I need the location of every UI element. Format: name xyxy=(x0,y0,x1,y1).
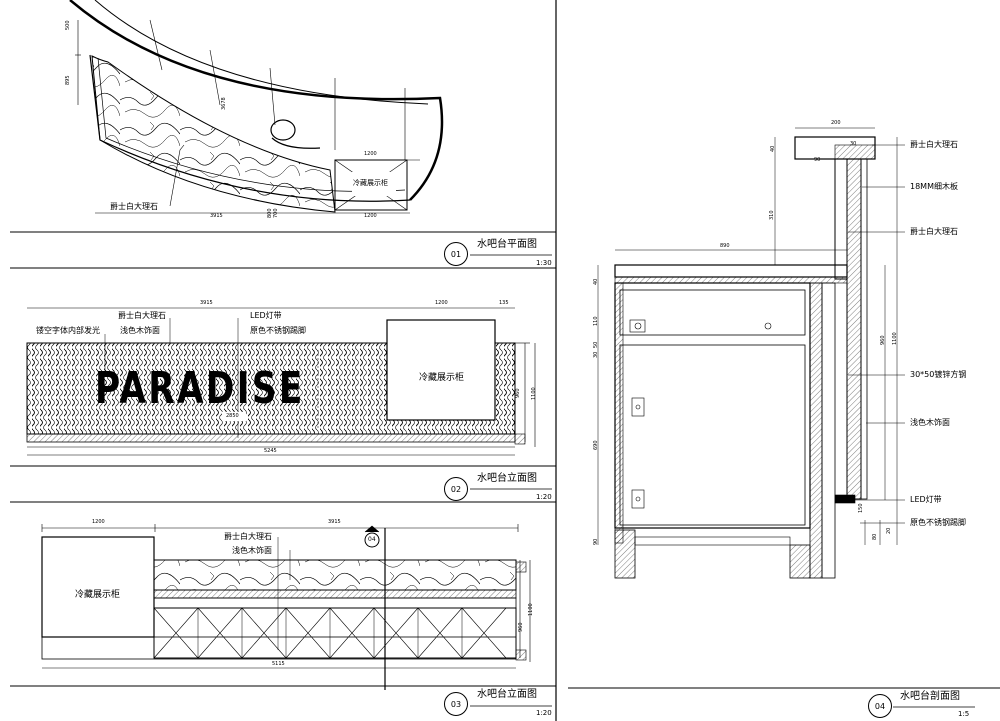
elevation-03-drawing xyxy=(41,524,531,690)
sheet-frame xyxy=(10,0,1000,721)
sec04-title: 水吧台剖面图 xyxy=(900,691,960,702)
elev03-wood-label: 浅色木饰面 xyxy=(232,546,272,555)
elev03-dim-top-a: 1200 xyxy=(92,519,105,525)
sec04-board-label: 18MM细木板 xyxy=(910,182,958,191)
sec04-dim-h960: 960 xyxy=(880,335,886,345)
plan-drawing xyxy=(69,0,444,214)
plan-scale: 1:30 xyxy=(536,259,552,267)
sec04-led-label: LED灯带 xyxy=(910,495,942,504)
elev02-dim-h-b: 1100 xyxy=(531,387,537,400)
elev02-marble-label: 爵士白大理石 xyxy=(118,311,166,320)
plan-cabinet-label: 冷藏展示柜 xyxy=(353,179,388,187)
elev02-leg-label: 原色不锈钢踢脚 xyxy=(250,326,306,335)
sec04-dim-h40: 40 xyxy=(593,278,599,285)
sec04-marble2-label: 爵士白大理石 xyxy=(910,227,958,236)
sec04-number-badge: 04 xyxy=(868,694,892,718)
elev02-dim-bottom-mid: 2850 xyxy=(226,413,239,419)
elev02-dim-total: 5245 xyxy=(264,448,277,454)
plan-dim-side-a: 500 xyxy=(65,20,71,30)
plan-dim-cab-bottom: 1200 xyxy=(364,213,377,219)
sec04-dim-w890: 890 xyxy=(720,243,730,249)
elev02-cabinet-label: 冷藏展示柜 xyxy=(419,373,465,383)
section-04-drawing xyxy=(597,127,905,579)
sec04-dim-h80: 80 xyxy=(872,533,878,540)
plan-marble-label: 爵士白大理石 xyxy=(110,202,158,211)
elev02-glow-label: 镂空字体内部发光 xyxy=(36,326,100,335)
elev02-number-badge: 02 xyxy=(444,477,468,501)
elev03-dim-h-b: 1100 xyxy=(528,603,534,616)
elev03-dim-h-a: 960 xyxy=(518,622,524,632)
sec04-dim-h1100: 1100 xyxy=(892,332,898,345)
paradise-sign-text: PARADISE xyxy=(95,363,305,414)
sec04-wood-label: 浅色木饰面 xyxy=(910,418,950,427)
elev03-cabinet-label: 冷藏展示柜 xyxy=(75,590,121,600)
elev02-scale: 1:20 xyxy=(536,493,552,501)
sec04-dim-t3: 30 xyxy=(850,141,857,147)
sec04-tube-label: 30*50镀锌方钢 xyxy=(910,370,967,379)
sec04-dim-h30: 30 xyxy=(593,351,599,358)
sec04-leg-label: 原色不锈钢踢脚 xyxy=(910,518,966,527)
sec04-dim-h310: 310 xyxy=(769,210,775,220)
plan-title: 水吧台平面图 xyxy=(477,239,537,250)
elev03-number-badge: 03 xyxy=(444,692,468,716)
elev03-section-mark: 04 xyxy=(368,536,376,543)
elev02-dim-mask xyxy=(222,412,246,421)
elev02-wood-label: 浅色木饰面 xyxy=(120,326,160,335)
plan-dim-inner: 700 xyxy=(273,208,279,218)
elev03-dim-top-b: 3915 xyxy=(328,519,341,525)
plan-dim-side-c: 895 xyxy=(65,75,71,85)
elev03-marble-label: 爵士白大理石 xyxy=(224,532,272,541)
sec04-dim-h690: 690 xyxy=(593,440,599,450)
elev02-led-label: LED灯带 xyxy=(250,311,282,320)
elev02-title: 水吧台立面图 xyxy=(477,473,537,484)
sec04-dim-t1: 40 xyxy=(770,145,776,152)
sec04-dim-h150: 150 xyxy=(858,503,864,513)
elev03-dim-total: 5115 xyxy=(272,661,285,667)
sec04-scale: 1:5 xyxy=(958,710,970,718)
elevation-02-drawing xyxy=(26,307,536,456)
elev02-dim-h-a: 960 xyxy=(515,388,521,398)
sec04-dim-h20: 20 xyxy=(886,527,892,534)
elev02-dim-top-b: 1200 xyxy=(435,300,448,306)
elev03-scale: 1:20 xyxy=(536,709,552,717)
sec04-dim-h110: 110 xyxy=(593,316,599,326)
sec04-dim-top: 200 xyxy=(831,120,841,126)
plan-dim-total: 3915 xyxy=(210,213,223,219)
elev02-dim-top-c: 135 xyxy=(499,300,509,306)
plan-dim-seg: 3678 xyxy=(221,97,227,110)
elev02-dim-top-a: 3915 xyxy=(200,300,213,306)
plan-number-badge: 01 xyxy=(444,242,468,266)
plan-dim-cab-top: 1200 xyxy=(364,151,377,157)
elev03-title: 水吧台立面图 xyxy=(477,689,537,700)
sec04-dim-h50: 50 xyxy=(593,341,599,348)
sec04-dim-t2: 90 xyxy=(814,157,821,163)
sec04-dim-h90: 90 xyxy=(593,538,599,545)
sec04-marble1-label: 爵士白大理石 xyxy=(910,140,958,149)
